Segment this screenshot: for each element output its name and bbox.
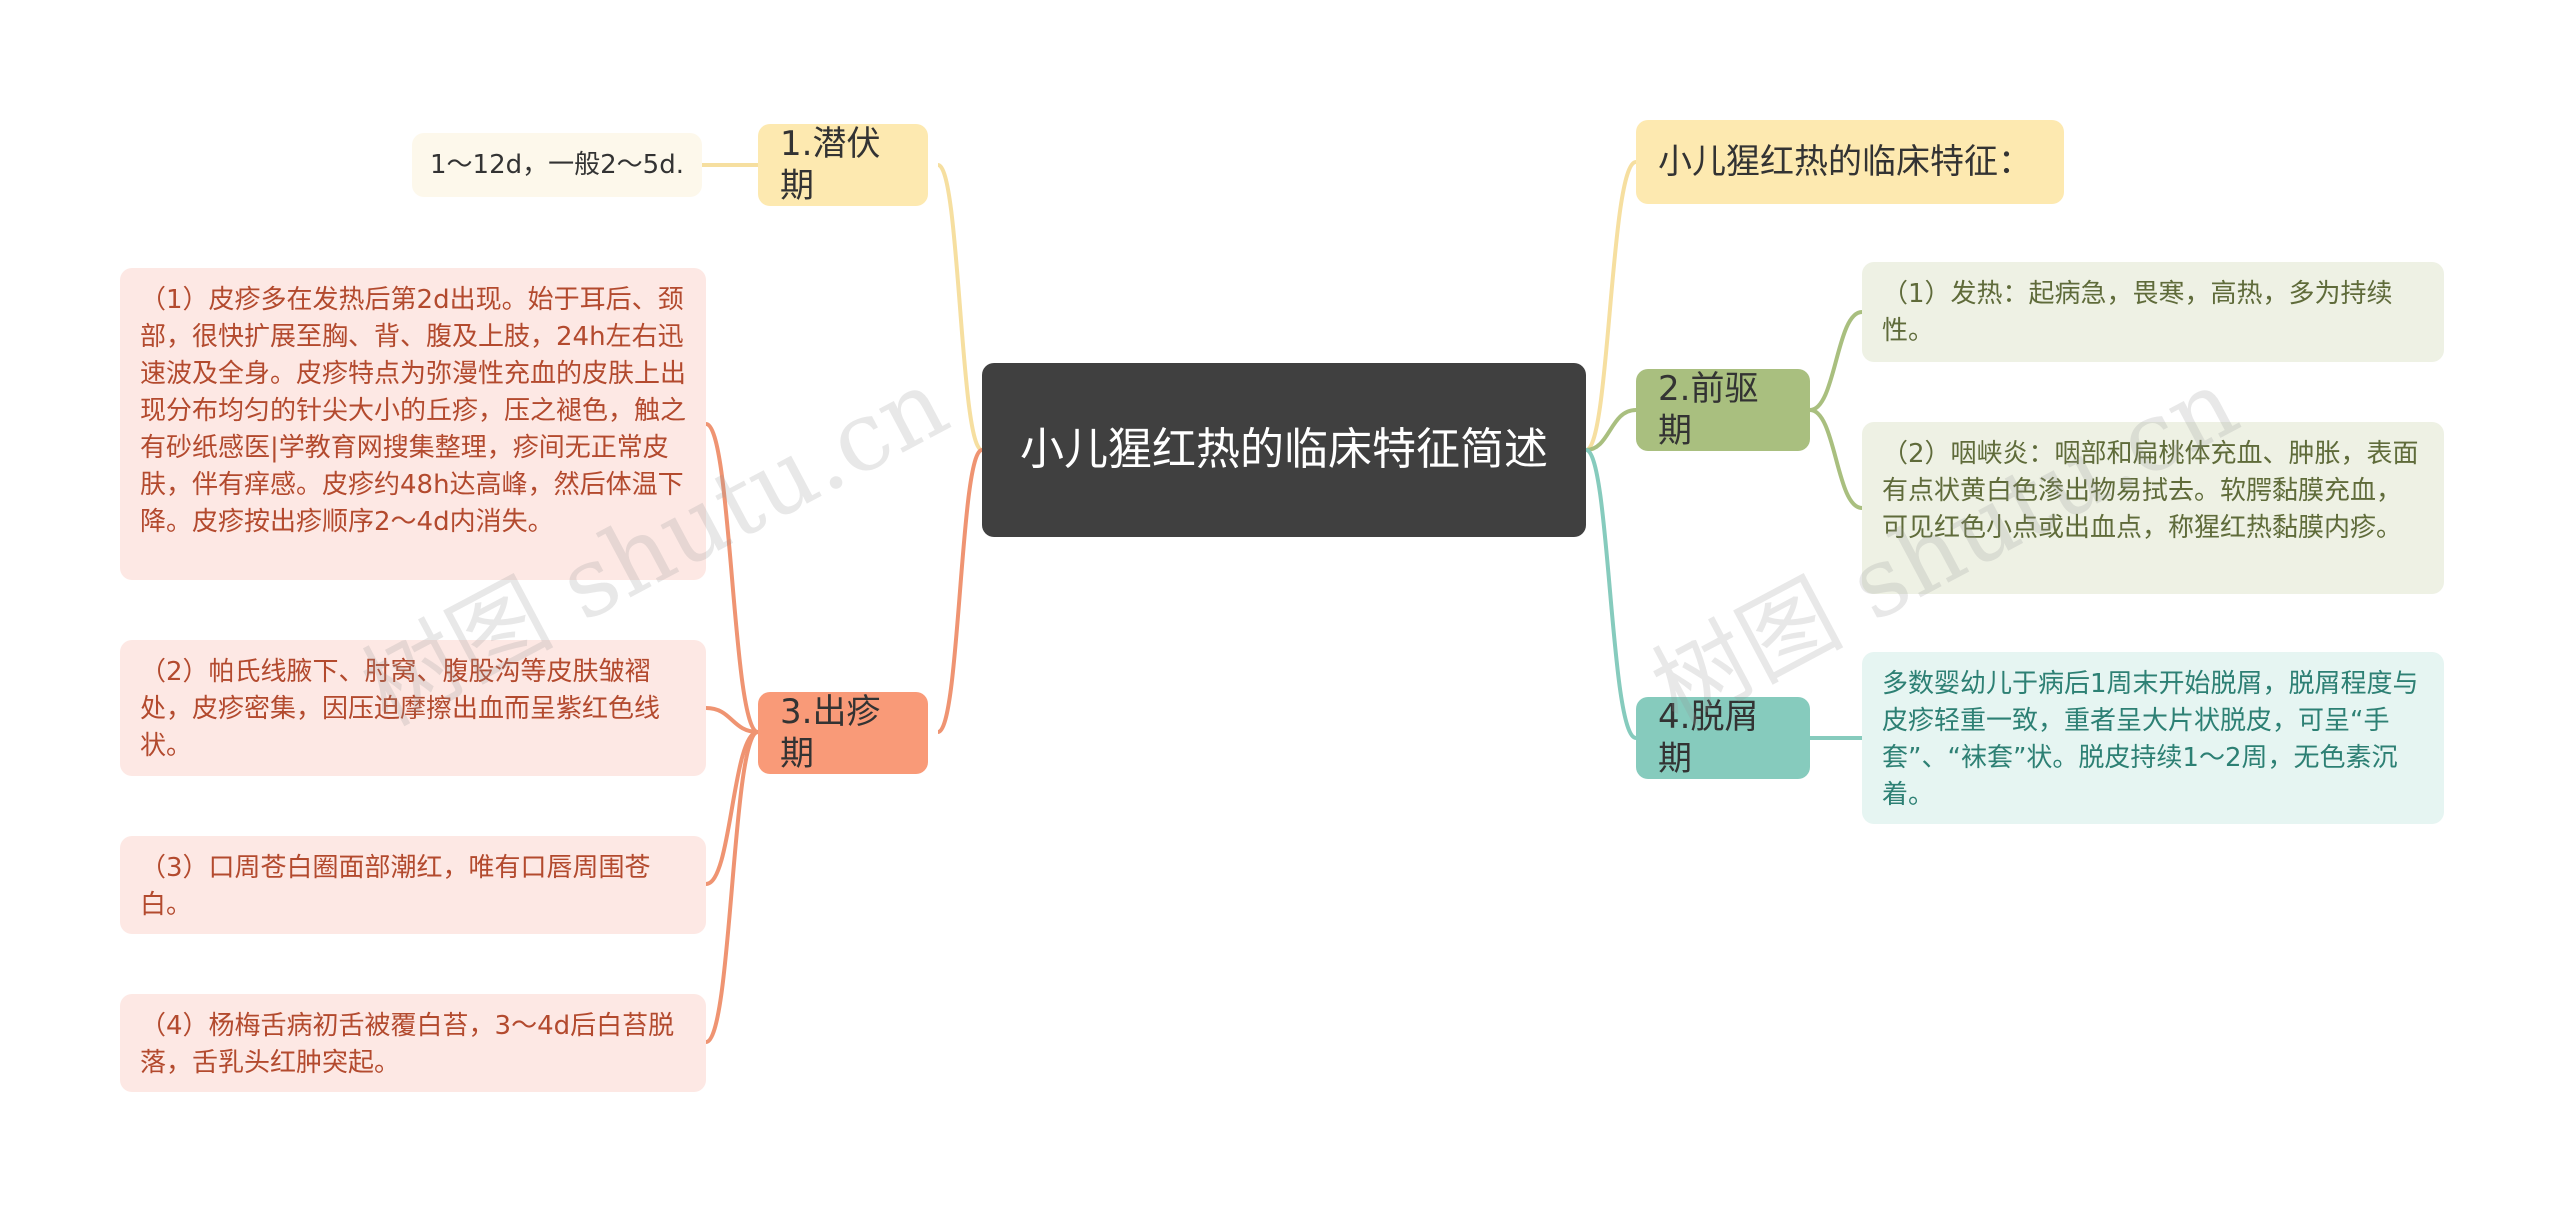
- connector-rash-item-3: [705, 730, 759, 886]
- branch-rash-label: 3.出疹期: [780, 692, 881, 774]
- prodrome-item-1-text: （1）发热：起病急，畏寒，高热，多为持续性。: [1882, 279, 2393, 346]
- rash-item-2-text: （2）帕氏线腋下、肘窝、腹股沟等皮肤皱褶处，皮疹密集，因压迫摩擦出血而呈紫红色线…: [140, 657, 661, 761]
- branch-desquamation-label: 4.脱屑期: [1658, 697, 1759, 779]
- connector-prodrome-item-2: [1809, 408, 1863, 510]
- connector-rash-item-2: [705, 706, 759, 734]
- branch-header[interactable]: 小儿猩红热的临床特征：: [1636, 120, 2064, 204]
- connector-rash-item-1: [704, 422, 760, 734]
- branch-rash[interactable]: 3.出疹期: [758, 692, 928, 774]
- branch-incubation[interactable]: 1.潜伏期: [758, 124, 928, 206]
- prodrome-item-2-text: （2）咽峡炎：咽部和扁桃体充血、肿胀，表面有点状黄白色渗出物易拭去。软腭黏膜充血…: [1882, 439, 2419, 543]
- connector-rash-item-4: [705, 730, 759, 1044]
- branch-prodrome[interactable]: 2.前驱期: [1636, 369, 1810, 451]
- rash-item-4[interactable]: （4）杨梅舌病初舌被覆白苔，3～4d后白苔脱落，舌乳头红肿突起。: [120, 994, 706, 1092]
- branch-header-label: 小儿猩红热的临床特征：: [1658, 142, 2032, 182]
- rash-item-3-text: （3）口周苍白圈面部潮红，唯有口唇周围苍白。: [140, 853, 651, 920]
- root-topic-label: 小儿猩红热的临床特征简述: [1020, 424, 1548, 475]
- prodrome-item-2[interactable]: （2）咽峡炎：咽部和扁桃体充血、肿胀，表面有点状黄白色渗出物易拭去。软腭黏膜充血…: [1862, 422, 2444, 594]
- branch-desquamation[interactable]: 4.脱屑期: [1636, 697, 1810, 779]
- rash-item-1-text: （1）皮疹多在发热后第2d出现。始于耳后、颈部，很快扩展至胸、背、腹及上肢，24…: [140, 285, 687, 537]
- connector-root-prodrome: [1585, 408, 1637, 452]
- connector-root-rash: [936, 448, 984, 734]
- incubation-detail-text: 1～12d，一般2～5d.: [430, 149, 684, 180]
- prodrome-item-1[interactable]: （1）发热：起病急，畏寒，高热，多为持续性。: [1862, 262, 2444, 362]
- branch-incubation-label: 1.潜伏期: [780, 124, 881, 206]
- rash-item-2[interactable]: （2）帕氏线腋下、肘窝、腹股沟等皮肤皱褶处，皮疹密集，因压迫摩擦出血而呈紫红色线…: [120, 640, 706, 776]
- root-topic[interactable]: 小儿猩红热的临床特征简述: [982, 363, 1586, 537]
- branch-prodrome-label: 2.前驱期: [1658, 369, 1759, 451]
- rash-item-1[interactable]: （1）皮疹多在发热后第2d出现。始于耳后、颈部，很快扩展至胸、背、腹及上肢，24…: [120, 268, 706, 580]
- connector-root-desquamation: [1584, 448, 1637, 740]
- connector-prodrome-item-1: [1809, 310, 1863, 412]
- connector-root-incubation: [936, 163, 984, 452]
- desquamation-detail[interactable]: 多数婴幼儿于病后1周末开始脱屑，脱屑程度与皮疹轻重一致，重者呈大片状脱皮，可呈“…: [1862, 652, 2444, 824]
- rash-item-3[interactable]: （3）口周苍白圈面部潮红，唯有口唇周围苍白。: [120, 836, 706, 934]
- connector-root-header: [1584, 160, 1637, 452]
- incubation-detail[interactable]: 1～12d，一般2～5d.: [412, 133, 702, 197]
- rash-item-4-text: （4）杨梅舌病初舌被覆白苔，3～4d后白苔脱落，舌乳头红肿突起。: [140, 1011, 675, 1078]
- desquamation-detail-text: 多数婴幼儿于病后1周末开始脱屑，脱屑程度与皮疹轻重一致，重者呈大片状脱皮，可呈“…: [1882, 669, 2419, 810]
